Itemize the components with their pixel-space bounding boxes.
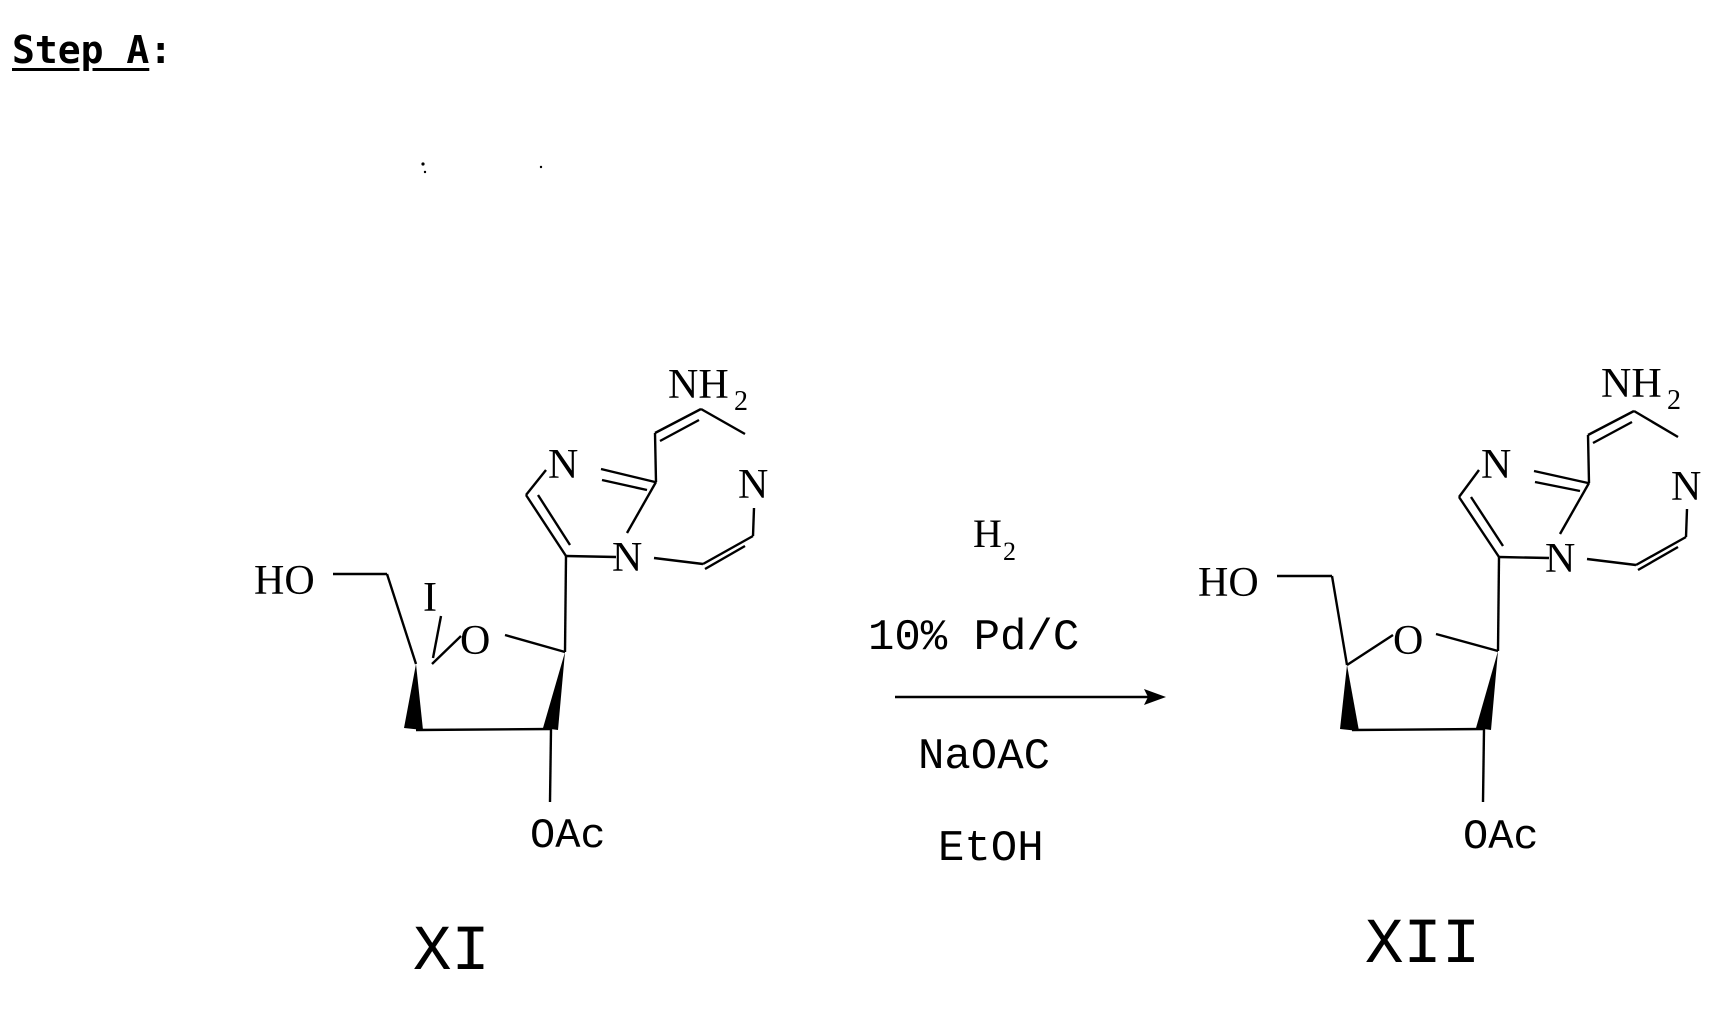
product-ring-oxygen: O xyxy=(1393,618,1423,664)
bond xyxy=(753,508,754,536)
bond xyxy=(703,536,753,564)
reactant-nh2-subscript: 2 xyxy=(734,386,748,417)
reagent-catalyst: 10% Pd/C xyxy=(868,613,1079,663)
bond xyxy=(1483,729,1484,802)
wedge-bond xyxy=(404,664,423,730)
reagent-h2: H xyxy=(973,511,1002,556)
reagent-base: NaOAC xyxy=(918,732,1050,782)
bond xyxy=(1498,557,1499,651)
bond xyxy=(433,616,441,658)
reactant-imidazole-n: N xyxy=(548,442,578,488)
bond xyxy=(1459,497,1499,557)
bond xyxy=(705,546,745,569)
bond xyxy=(550,729,551,802)
product-compound-id: XII xyxy=(1365,910,1480,982)
bond xyxy=(526,495,566,556)
bond xyxy=(387,574,416,664)
reactant-pyrazine-n: N xyxy=(738,462,768,508)
reactant-bridge-n: N xyxy=(612,535,642,581)
bond xyxy=(1588,411,1634,435)
reactant-nh2-label: NH xyxy=(668,362,729,408)
bond xyxy=(565,556,566,652)
bond xyxy=(1587,559,1636,565)
bond xyxy=(416,729,551,730)
reactant-compound-id: XI xyxy=(413,917,490,989)
bond xyxy=(655,433,656,482)
product-oac-label: OAc xyxy=(1463,813,1539,861)
speck xyxy=(424,171,426,173)
bond xyxy=(1347,635,1393,665)
bond xyxy=(1535,482,1580,491)
product-imidazole-n: N xyxy=(1481,442,1511,488)
product-bridge-n: N xyxy=(1545,536,1575,582)
wedge-bond xyxy=(1340,665,1359,731)
speck xyxy=(421,162,424,165)
bond xyxy=(1686,509,1687,537)
bond xyxy=(1638,547,1678,570)
reactant-oac-label: OAc xyxy=(530,812,606,860)
wedge-bond xyxy=(543,652,565,730)
reaction-arrow xyxy=(895,689,1166,705)
reagent-solvent: EtOH xyxy=(938,824,1044,874)
bond xyxy=(1588,435,1589,483)
bond xyxy=(1593,422,1632,443)
bond xyxy=(660,420,699,441)
bond xyxy=(601,469,655,482)
bond xyxy=(1534,471,1588,483)
bond xyxy=(1332,576,1347,665)
product-nh2-label: NH xyxy=(1601,361,1662,407)
reagent-h2-subscript: 2 xyxy=(1003,537,1016,566)
bond xyxy=(1499,557,1549,558)
speck xyxy=(540,166,542,168)
bond xyxy=(526,470,546,495)
bond xyxy=(602,480,647,490)
bond xyxy=(566,556,616,557)
bond xyxy=(1436,634,1498,651)
bond xyxy=(655,409,701,433)
bond xyxy=(1459,470,1479,497)
reactant-iodo-label: I xyxy=(423,575,437,621)
bond xyxy=(1636,537,1686,565)
bond xyxy=(654,558,703,564)
product-hydroxyl-label: HO xyxy=(1198,560,1259,606)
reactant-hydroxyl-label: HO xyxy=(254,558,315,604)
product-nh2-subscript: 2 xyxy=(1667,385,1681,416)
bond xyxy=(505,635,565,652)
reactant-ring-oxygen: O xyxy=(460,618,490,664)
reactant-structure xyxy=(333,409,754,802)
bond xyxy=(1352,729,1484,730)
wedge-bond xyxy=(1476,651,1498,730)
product-pyrazine-n: N xyxy=(1671,464,1701,510)
